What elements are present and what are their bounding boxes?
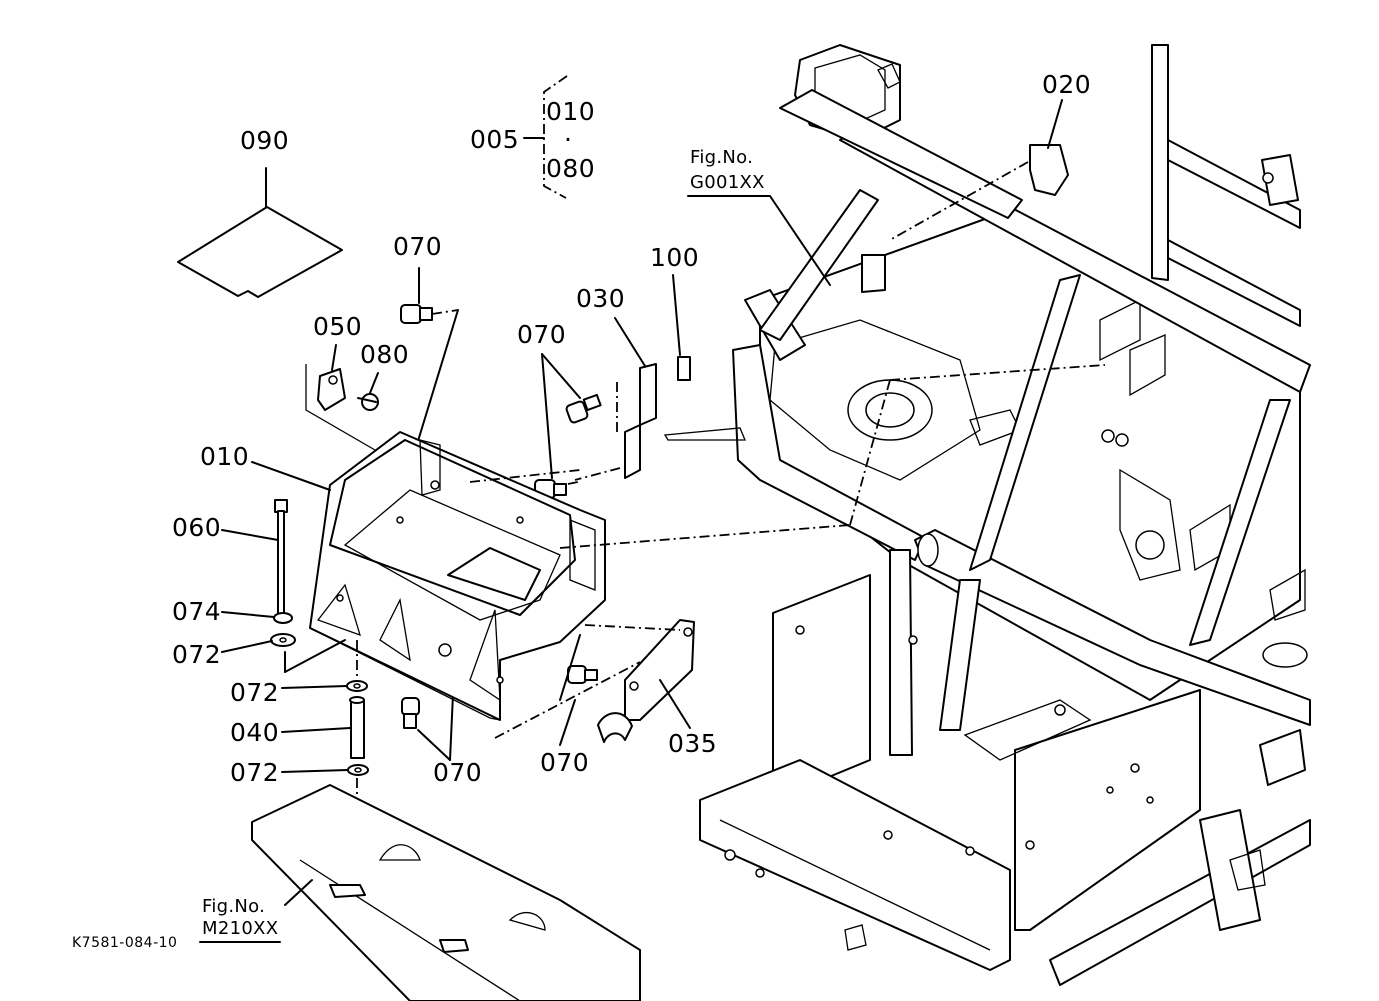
clip-050 xyxy=(305,344,376,451)
battery-box-010 xyxy=(251,364,1106,721)
fig-ref-lower-code: M210XX xyxy=(202,918,279,939)
sheet-090 xyxy=(177,167,343,298)
part-label-060: 060 xyxy=(172,513,222,542)
washers-072 xyxy=(221,633,369,818)
clip-080 xyxy=(357,372,379,411)
bottom-plate xyxy=(199,784,641,1001)
fig-ref-upper-label: Fig.No. xyxy=(690,147,754,168)
part-label-090: 090 xyxy=(240,126,290,155)
part-label-005: 005 xyxy=(470,125,520,154)
clamp-020 xyxy=(889,99,1069,241)
bracket-030 xyxy=(574,317,746,481)
group-bracket-005 xyxy=(523,75,568,199)
part-label-030: 030 xyxy=(576,284,626,313)
bolt-070-lower-right xyxy=(559,634,598,746)
part-label-070-lower-center: 070 xyxy=(433,758,483,787)
part-label-050: 050 xyxy=(313,312,363,341)
part-label-020: 020 xyxy=(1042,70,1092,99)
part-label-072-middle: 072 xyxy=(230,678,280,707)
part-label-group-010: 010 xyxy=(546,97,596,126)
part-100 xyxy=(672,274,691,381)
part-label-035: 035 xyxy=(668,729,718,758)
part-label-080: 080 xyxy=(360,340,410,369)
part-label-group-dot: · xyxy=(564,125,573,154)
bolt-060 xyxy=(221,499,288,622)
part-label-100: 100 xyxy=(650,243,700,272)
part-label-070-top: 070 xyxy=(393,232,443,261)
fig-ref-upper-leader xyxy=(687,195,831,286)
part-label-040: 040 xyxy=(230,718,280,747)
bracket-035 xyxy=(494,619,695,743)
washer-074 xyxy=(221,611,293,624)
tractor-frame xyxy=(699,44,1311,986)
part-label-072-top: 072 xyxy=(172,640,222,669)
part-label-group-080: 080 xyxy=(546,154,596,183)
diagram-code: K7581-084-10 xyxy=(72,935,178,951)
part-label-070-middle: 070 xyxy=(517,320,567,349)
part-label-010: 010 xyxy=(200,442,250,471)
fig-ref-lower-label: Fig.No. xyxy=(202,896,266,917)
part-label-072-bottom: 072 xyxy=(230,758,280,787)
fig-ref-upper-code: G001XX xyxy=(690,172,765,193)
spacer-040 xyxy=(281,696,365,759)
bolt-070-middle xyxy=(541,353,602,479)
part-label-074: 074 xyxy=(172,597,222,626)
part-label-070-lower-right: 070 xyxy=(540,748,590,777)
